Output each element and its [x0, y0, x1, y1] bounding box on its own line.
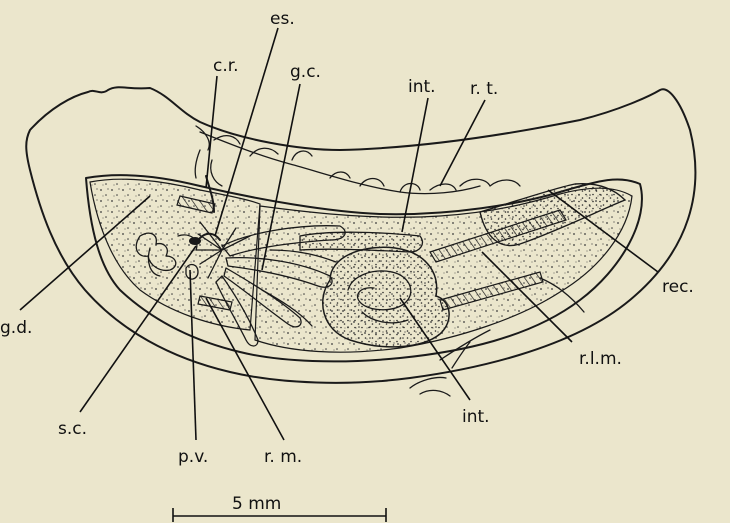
label-rt: r. t.	[470, 79, 498, 99]
label-rec: rec.	[662, 277, 694, 297]
scale-bar: 5 mm	[173, 494, 386, 522]
label-rlm: r.l.m.	[579, 349, 622, 369]
label-es: es.	[270, 9, 295, 29]
label-int-bottom: int.	[462, 407, 490, 427]
label-int-top: int.	[408, 77, 436, 97]
leader-rt	[440, 100, 485, 186]
label-gc: g.c.	[290, 62, 321, 82]
label-cr: c.r.	[213, 56, 239, 76]
label-sc: s.c.	[58, 419, 87, 439]
label-pv: p.v.	[178, 447, 208, 467]
leader-int-top	[402, 98, 428, 232]
scale-bar-label: 5 mm	[232, 494, 281, 514]
label-gd: g.d.	[0, 318, 32, 338]
label-rm: r. m.	[264, 447, 302, 467]
